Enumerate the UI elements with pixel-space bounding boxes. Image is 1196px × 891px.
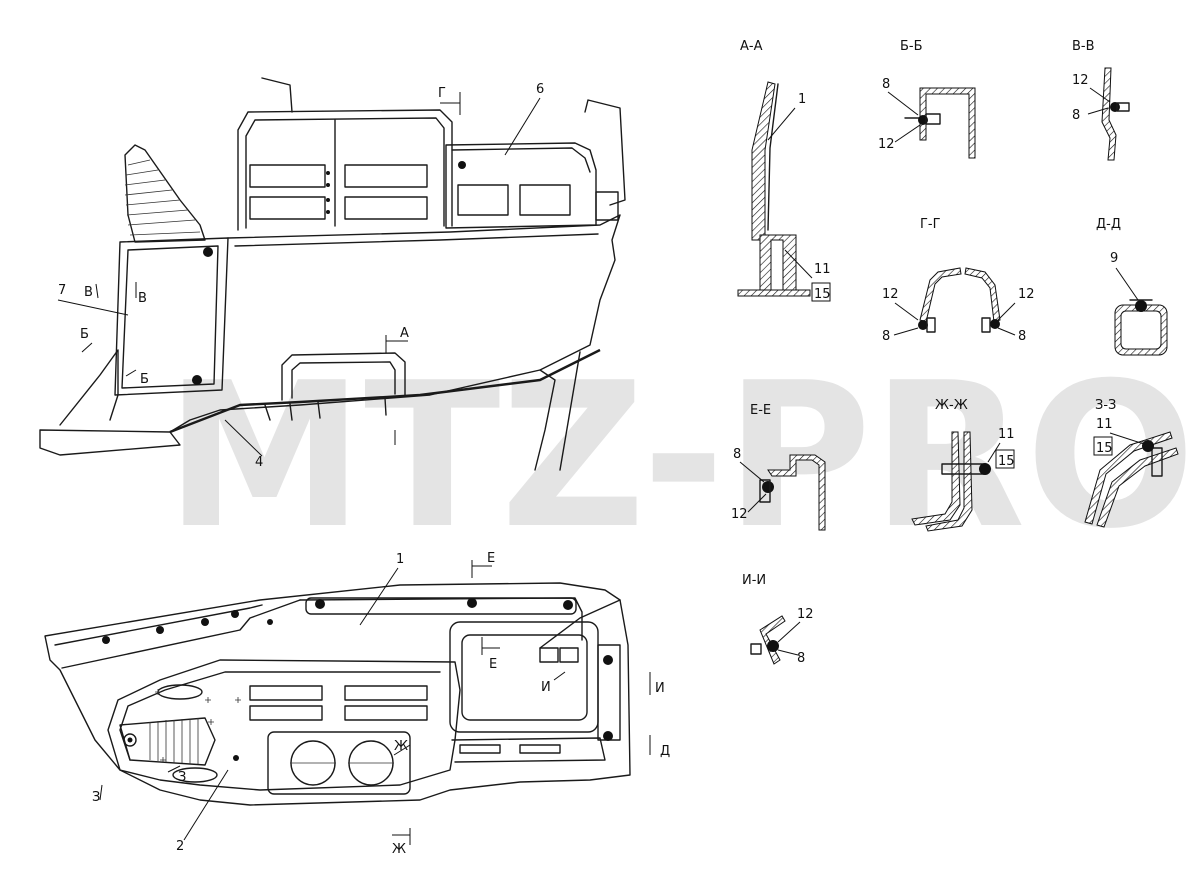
section-vv-title: В-В	[1072, 39, 1095, 54]
section-gg-title: Г-Г	[920, 217, 941, 232]
section-aa: А-А 1 11 15	[737, 39, 831, 302]
part-label-6: 6	[536, 82, 544, 97]
section-mark-i2: И	[655, 681, 665, 696]
section-mark-v: В	[84, 285, 93, 300]
section-mark-z2: З	[92, 790, 100, 805]
section-ii: И-И 12 8	[742, 573, 814, 666]
section-mark-b2: Б	[140, 372, 149, 387]
section-zhzh: Ж-Ж 11 15	[911, 398, 1015, 532]
part-label-1-plan: 1	[396, 552, 404, 567]
bb-part-12: 12	[878, 137, 895, 152]
part-label-2: 2	[176, 839, 184, 854]
part-label-7: 7	[58, 283, 66, 298]
section-mark-zh: Ж	[394, 739, 408, 754]
gg-part-12-left: 12	[882, 287, 899, 302]
section-mark-v2: В	[138, 291, 147, 306]
section-mark-d: Д	[660, 744, 670, 759]
aa-part-11: 11	[814, 262, 831, 277]
plan-view	[44, 582, 631, 806]
section-mark-a: А	[400, 326, 409, 341]
watermark-text: MTZ-PRO	[165, 340, 1196, 573]
part-label-4: 4	[255, 455, 263, 470]
ee-part-8: 8	[733, 447, 741, 462]
section-dd: Д-Д 9	[1096, 217, 1168, 356]
section-vv: В-В 12 8	[1072, 39, 1130, 161]
section-mark-i: И	[541, 680, 551, 695]
section-mark-e: Е	[487, 551, 495, 566]
ee-part-12: 12	[731, 507, 748, 522]
section-zhzh-title: Ж-Ж	[935, 398, 968, 413]
aa-part-15: 15	[814, 287, 831, 302]
side-view-callouts: Г 6 7 В В Б Б А 4	[57, 82, 544, 470]
gg-part-8-right: 8	[1018, 329, 1026, 344]
gg-part-8-left: 8	[882, 329, 890, 344]
section-zz-title: З-З	[1095, 398, 1116, 413]
plan-view-callouts: 1 Е Е И И Д Ж Ж З З 2	[92, 551, 670, 857]
bolt-icon	[458, 161, 466, 169]
gg-part-12-right: 12	[1018, 287, 1035, 302]
zz-part-15: 15	[1096, 441, 1113, 456]
vv-part-8: 8	[1072, 108, 1080, 123]
section-bb-title: Б-Б	[900, 39, 923, 54]
bb-part-8: 8	[882, 77, 890, 92]
section-ii-title: И-И	[742, 573, 766, 588]
section-zz: З-З 11 15	[1084, 398, 1179, 528]
side-view	[39, 77, 626, 471]
zhzh-part-15: 15	[998, 454, 1015, 469]
section-dd-title: Д-Д	[1096, 217, 1121, 232]
bolt-icon	[192, 375, 202, 385]
section-mark-z: З	[178, 770, 186, 785]
section-gg: Г-Г 12 8 12 8	[882, 217, 1035, 344]
zhzh-part-11: 11	[998, 427, 1015, 442]
section-ee: Е-Е 8 12	[731, 403, 826, 531]
ii-part-8: 8	[797, 651, 805, 666]
section-aa-title: А-А	[740, 39, 763, 54]
vv-part-12: 12	[1072, 73, 1089, 88]
section-mark-e2: Е	[489, 657, 497, 672]
dd-part-9: 9	[1110, 251, 1118, 266]
section-ee-title: Е-Е	[750, 403, 771, 418]
section-bb: Б-Б 8 12	[878, 39, 976, 159]
ii-part-12: 12	[797, 607, 814, 622]
section-mark-zh2: Ж	[392, 842, 406, 857]
section-mark-g: Г	[438, 86, 446, 101]
zz-part-11: 11	[1096, 417, 1113, 432]
bolt-icon	[203, 247, 213, 257]
aa-part-1: 1	[798, 92, 806, 107]
section-mark-b: Б	[80, 327, 89, 342]
